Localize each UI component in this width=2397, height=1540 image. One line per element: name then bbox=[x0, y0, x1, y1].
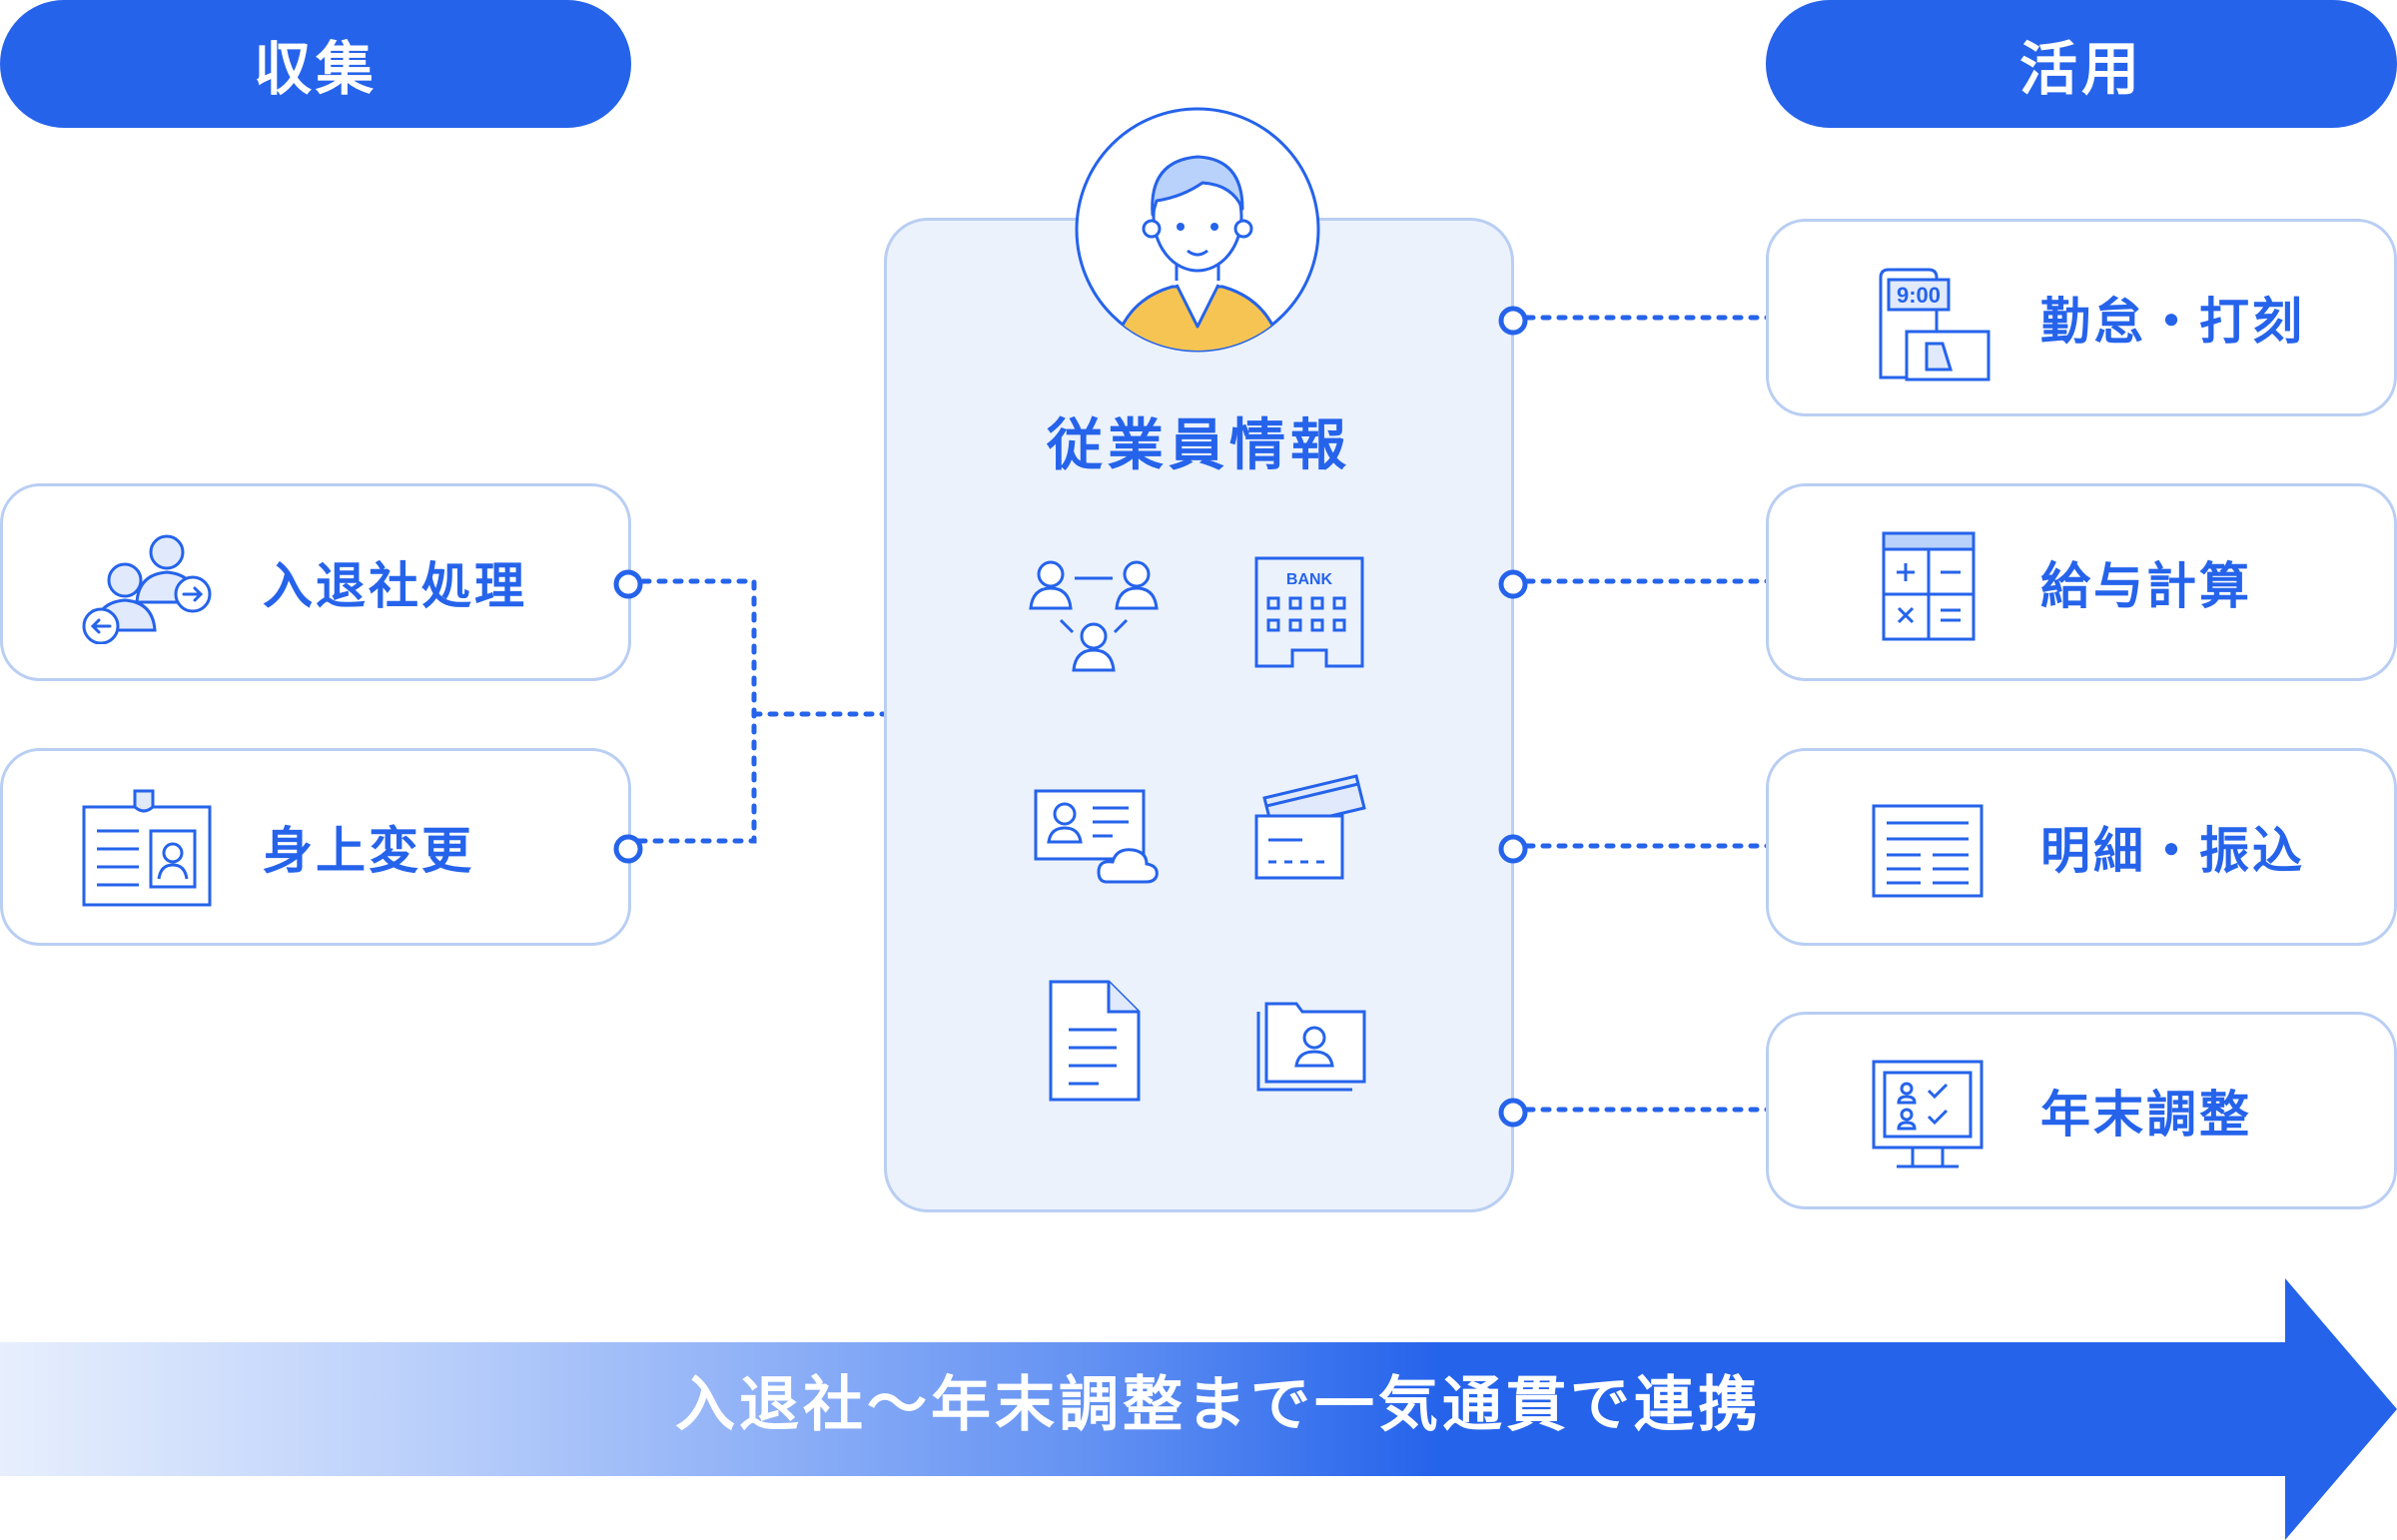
profile-cloud-icon bbox=[1034, 789, 1159, 884]
employee-folder-icon bbox=[1256, 1002, 1366, 1092]
connector-node bbox=[1498, 569, 1528, 599]
connector-node bbox=[613, 834, 643, 864]
calculator-icon bbox=[1882, 531, 1976, 641]
left-card-hiring: 入退社処理 bbox=[0, 483, 643, 681]
time-clock-icon: 9:00 bbox=[1879, 268, 1991, 382]
right-card-payroll: 給与計算 bbox=[1766, 483, 2397, 681]
connector-node bbox=[1498, 1098, 1528, 1128]
connector-node bbox=[613, 569, 643, 599]
connector-node bbox=[1498, 306, 1528, 336]
center-title: 従業員情報 bbox=[1047, 413, 1351, 478]
connector-node bbox=[1498, 834, 1528, 864]
right-card-label-3: 明細・振込 bbox=[2040, 822, 2305, 880]
left-card-label-2: 身上変更 bbox=[263, 822, 474, 880]
right-card-label-4: 年末調整 bbox=[2040, 1086, 2252, 1144]
payslip-icon bbox=[1872, 804, 1984, 898]
collect-header-label: 収集 bbox=[253, 35, 378, 103]
employee-avatar bbox=[1075, 107, 1320, 353]
clock-time-text: 9:00 bbox=[1897, 283, 1941, 308]
use-header-label: 活用 bbox=[2018, 35, 2143, 103]
use-header: 活用 bbox=[1766, 0, 2397, 128]
document-icon bbox=[1049, 980, 1141, 1102]
right-card-label-2: 給与計算 bbox=[2040, 557, 2252, 615]
right-card-payslip: 明細・振込 bbox=[1766, 748, 2397, 946]
right-card-attendance: 9:00 勤怠・打刻 bbox=[1766, 219, 2397, 416]
right-card-label-1: 勤怠・打刻 bbox=[2040, 293, 2305, 351]
bank-icon: BANK bbox=[1254, 556, 1364, 668]
bank-text: BANK bbox=[1286, 571, 1333, 588]
checklist-monitor-icon bbox=[1872, 1060, 1984, 1168]
credit-card-icon bbox=[1254, 774, 1366, 880]
flow-arrow-banner bbox=[0, 1278, 2397, 1540]
banner-text: 入退社〜年末調整まで一気通貫で連携 bbox=[675, 1370, 1762, 1440]
family-icon bbox=[1029, 560, 1159, 672]
left-card-label-1: 入退社処理 bbox=[263, 557, 527, 615]
left-card-personal-change: 身上変更 bbox=[0, 748, 643, 946]
id-card-badge-icon bbox=[82, 789, 212, 907]
employee-transfer-icon bbox=[82, 534, 212, 644]
employee-info-panel: 従業員情報 BANK bbox=[884, 218, 1528, 1212]
right-card-year-end: 年末調整 bbox=[1766, 1012, 2397, 1209]
left-connector-line bbox=[624, 578, 757, 844]
collect-header: 収集 bbox=[0, 0, 631, 128]
